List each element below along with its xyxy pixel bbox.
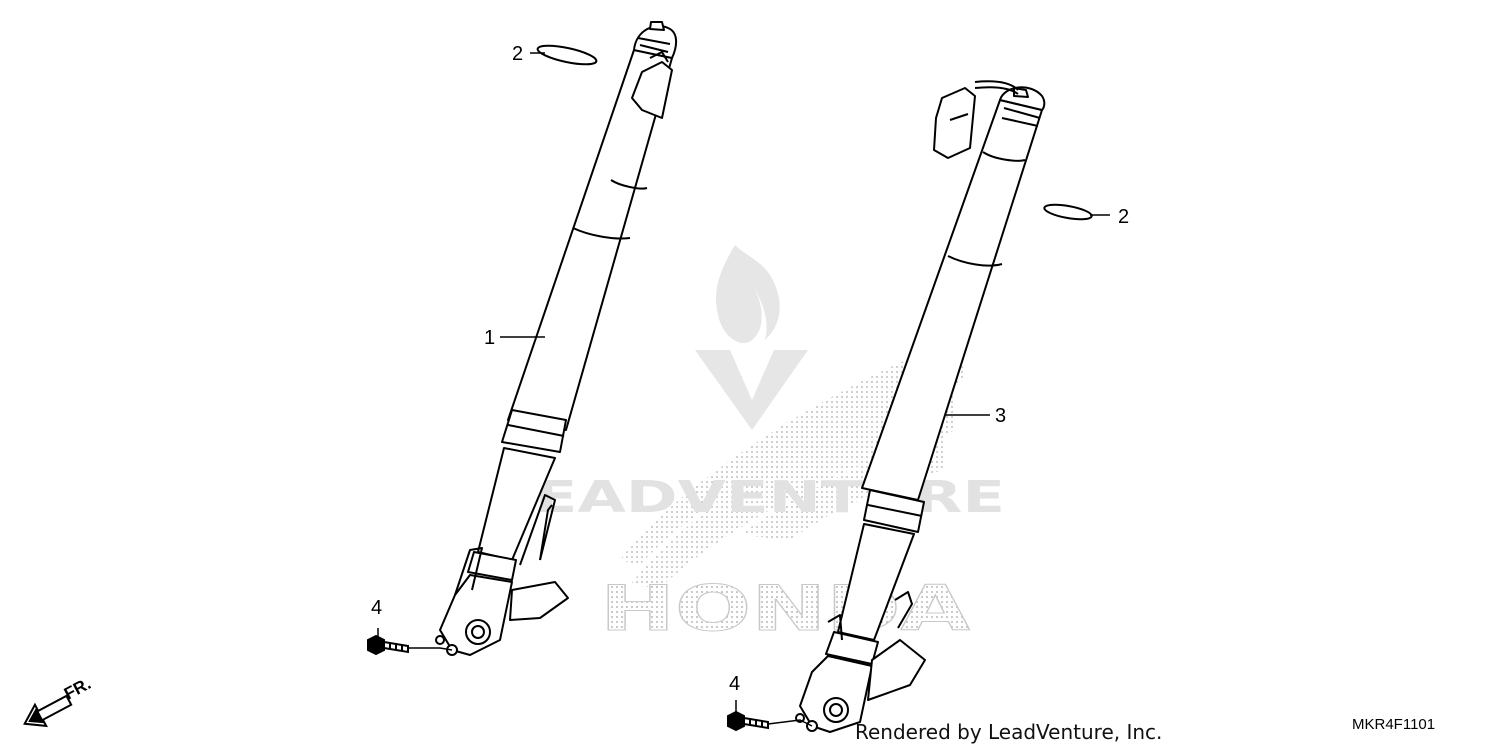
flame-logo-watermark <box>695 245 808 430</box>
callout-2-left: 2 <box>512 43 523 65</box>
axle-pinch-bolt-right <box>727 710 769 732</box>
circlip-left <box>536 44 598 66</box>
rendered-by-credit: Rendered by LeadVenture, Inc. <box>855 720 1163 744</box>
right-fork-assembly <box>795 80 1046 733</box>
leader-lines <box>377 52 1110 727</box>
front-direction-arrow-icon <box>23 694 73 728</box>
diagram-code: MKR4F1101 <box>1352 716 1436 733</box>
callout-1: 1 <box>484 327 495 349</box>
axle-pinch-bolt-left <box>367 634 409 656</box>
circlip-right <box>1043 203 1093 221</box>
honda-logo-watermark: HONDA <box>600 572 970 645</box>
leadventure-watermark: LEADVENTURE <box>495 472 1005 523</box>
callout-4-right: 4 <box>729 673 740 695</box>
callout-4-left: 4 <box>371 597 382 619</box>
callout-2-right: 2 <box>1118 206 1129 228</box>
left-fork-assembly <box>435 21 678 656</box>
callout-3: 3 <box>995 405 1006 427</box>
